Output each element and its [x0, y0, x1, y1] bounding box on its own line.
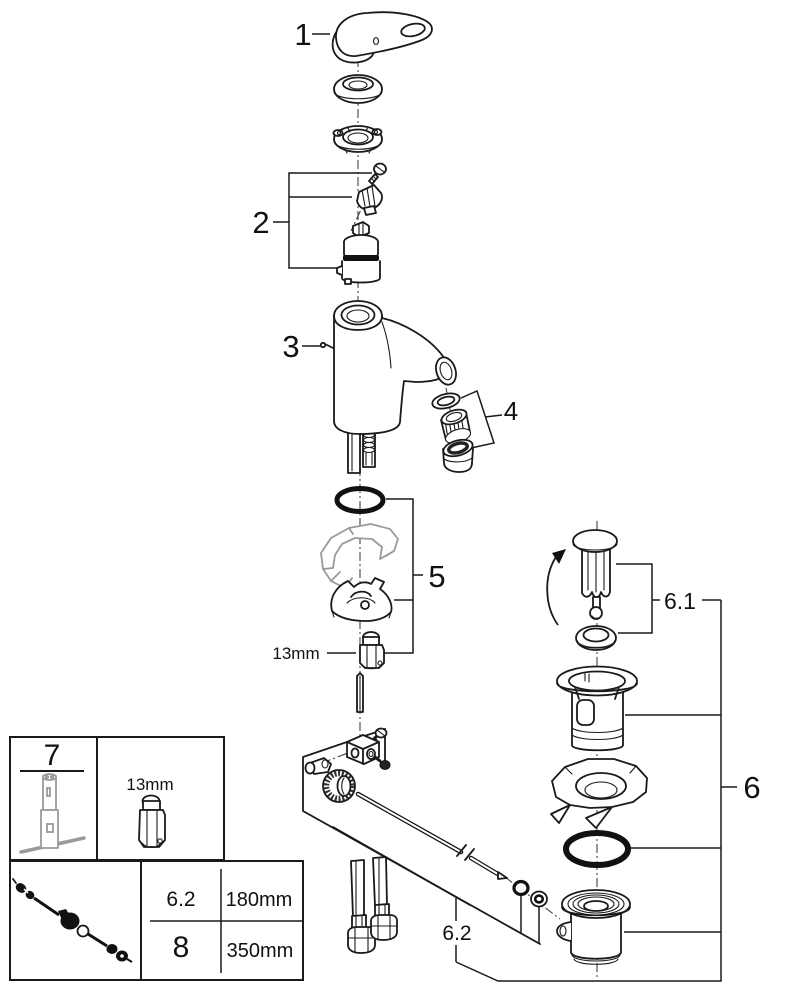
callout-lever: 1: [294, 17, 311, 52]
pull-rod: [355, 791, 508, 880]
mounting-ring: [332, 125, 383, 154]
knurled-knob: [322, 769, 356, 803]
inset-box-table: 6.2 180mm 8 350mm: [9, 860, 304, 981]
callout-aerator: 4: [504, 396, 518, 426]
drain-o-ring: [563, 830, 631, 868]
threaded-stud: [356, 672, 364, 713]
cartridge: [336, 221, 381, 285]
lever-handle: [331, 11, 433, 64]
spec-row2-length: 350mm: [227, 940, 294, 962]
aerator-washer: [431, 392, 461, 410]
mounting-nut: [359, 631, 385, 670]
supply-hose-left: [347, 859, 376, 954]
callout-labels: 1 2 3 4 5 6 6.1 6.2 13mm: [252, 17, 760, 945]
mounting-plane-outline: [302, 728, 541, 945]
body-o-ring: [334, 486, 386, 514]
spec-row1-length: 180mm: [226, 889, 293, 911]
inset-box-tool: 7 13mm: [9, 736, 225, 861]
callout-wrench-size: 13mm: [272, 644, 319, 663]
callout-brackets: [273, 33, 737, 982]
plug-rotation-arrow: [546, 549, 566, 626]
rod-kit-drawing: [12, 878, 133, 963]
callout-mounting: 5: [428, 559, 445, 594]
rod-ball-seal: [530, 890, 548, 908]
spec-row1-part: 6.2: [166, 888, 195, 911]
inset-nut-size-label: 13mm: [126, 775, 173, 794]
plug-seal-ring: [575, 625, 617, 651]
callout-cartridge: 2: [252, 205, 269, 240]
faucet-body: [319, 300, 457, 435]
rod-o-ring: [512, 879, 530, 897]
callout-waste: 6: [743, 770, 760, 805]
popup-plug: [572, 529, 618, 620]
clamp-block: [346, 734, 380, 765]
callout-plug: 6.1: [664, 588, 696, 614]
callout-body: 3: [282, 329, 299, 364]
cartridge-screw: [368, 162, 387, 185]
clamp-screw-bottom: [373, 755, 391, 770]
rod-plug: [304, 757, 332, 775]
aerator-insert: [440, 408, 472, 444]
metal-horseshoe-washer: [330, 577, 393, 622]
centerlines: [305, 58, 598, 977]
drain-body: [556, 665, 638, 752]
supply-hose-right: [370, 856, 398, 941]
inset-tool-label: 7: [44, 739, 61, 772]
escutcheon-cap: [333, 74, 383, 104]
spec-row2-part: 8: [173, 931, 190, 964]
wedge-gasket: [550, 758, 648, 829]
inset-nut: [138, 794, 166, 849]
drain-receptor: [556, 889, 631, 965]
socket-tool: [19, 773, 86, 854]
spec-table: 6.2 180mm 8 350mm: [150, 869, 302, 973]
aerator-housing: [442, 438, 474, 473]
callout-rod: 6.2: [442, 922, 471, 945]
cartridge-adapter: [356, 184, 383, 216]
